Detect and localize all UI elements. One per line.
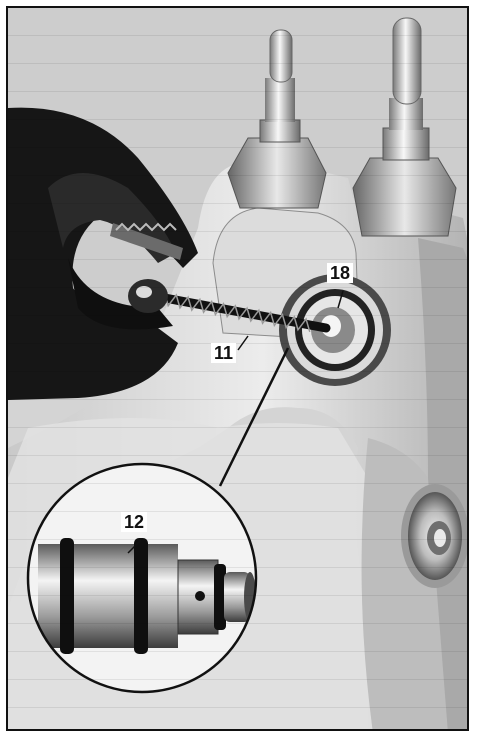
photo-frame	[6, 6, 469, 731]
callout-12: 12	[122, 512, 147, 532]
callout-11: 11	[212, 343, 236, 363]
photo-illustration	[8, 8, 467, 729]
callout-18: 18	[328, 263, 353, 283]
